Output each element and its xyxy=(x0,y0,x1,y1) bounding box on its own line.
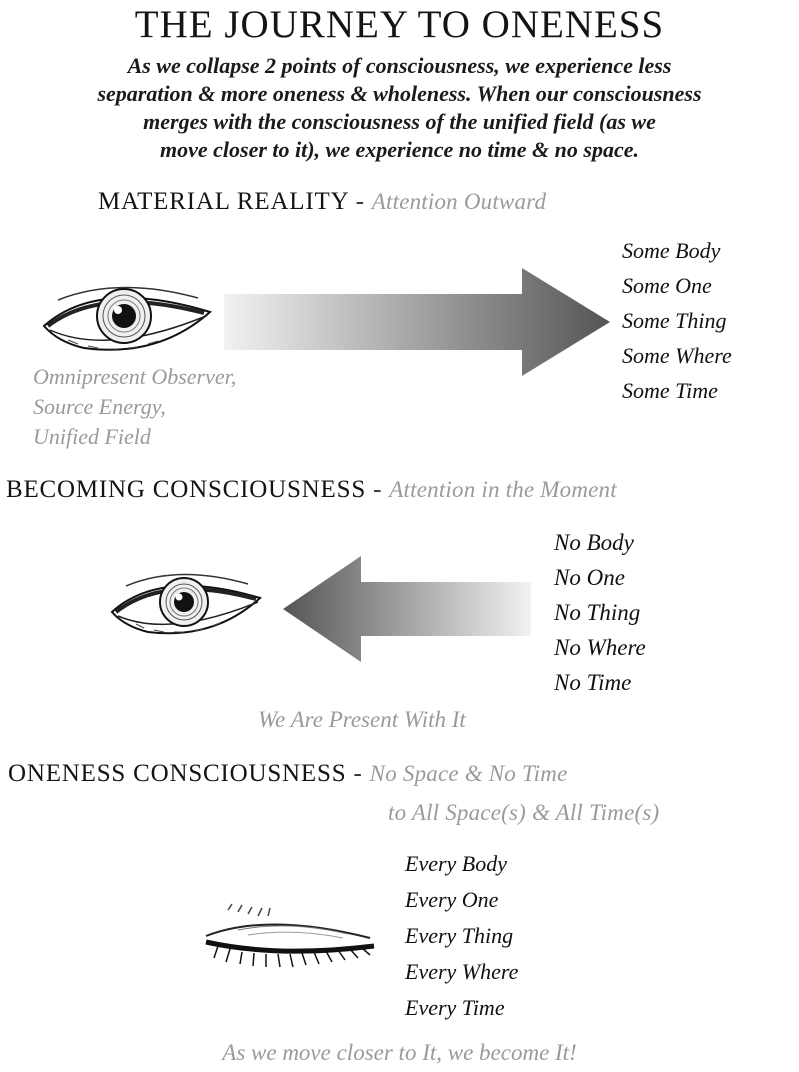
section-heading-material-reality: MATERIAL REALITY - Attention Outward xyxy=(98,188,546,216)
section-heading-becoming-consciousness: BECOMING CONSCIOUSNESS - Attention in th… xyxy=(6,476,617,504)
heading-subtitle: Attention in the Moment xyxy=(389,477,617,502)
list-item: No One xyxy=(554,560,646,595)
observer-line: Unified Field xyxy=(33,422,236,452)
list-item: Some Time xyxy=(622,373,732,408)
list-item: No Body xyxy=(554,525,646,560)
caption-become-it: As we move closer to It, we become It! xyxy=(0,1040,799,1066)
list-item: No Thing xyxy=(554,595,646,630)
list-item: Some Thing xyxy=(622,303,732,338)
intro-line: merges with the consciousness of the uni… xyxy=(10,108,789,136)
every-list: Every Body Every One Every Thing Every W… xyxy=(405,846,518,1026)
diagram-title: THE JOURNEY TO ONENESS xyxy=(0,2,799,47)
heading-subtitle: to All Space(s) & All Time(s) xyxy=(388,800,659,825)
section-heading-continuation: to All Space(s) & All Time(s) xyxy=(388,799,659,827)
closed-eye-icon xyxy=(198,902,384,970)
observer-line: Source Energy, xyxy=(33,392,236,422)
heading-label: ONENESS CONSCIOUSNESS xyxy=(8,760,346,787)
list-item: Some One xyxy=(622,268,732,303)
heading-label: MATERIAL REALITY xyxy=(98,188,349,215)
heading-separator: - xyxy=(353,760,362,787)
caption-present: We Are Present With It xyxy=(258,707,466,733)
section-heading-oneness-consciousness: ONENESS CONSCIOUSNESS - No Space & No Ti… xyxy=(8,760,568,788)
intro-line: move closer to it), we experience no tim… xyxy=(10,136,789,164)
observer-line: Omnipresent Observer, xyxy=(33,362,236,392)
list-item: Every Body xyxy=(405,846,518,882)
list-item: No Time xyxy=(554,665,646,700)
intro-paragraph: As we collapse 2 points of consciousness… xyxy=(10,52,789,164)
no-list: No Body No One No Thing No Where No Time xyxy=(554,525,646,700)
list-item: No Where xyxy=(554,630,646,665)
observer-label: Omnipresent Observer, Source Energy, Uni… xyxy=(33,362,236,452)
heading-subtitle: No Space & No Time xyxy=(370,761,568,786)
list-item: Every Thing xyxy=(405,918,518,954)
list-item: Every Where xyxy=(405,954,518,990)
heading-label: BECOMING CONSCIOUSNESS xyxy=(6,476,366,503)
list-item: Some Where xyxy=(622,338,732,373)
open-eye-icon xyxy=(38,278,216,358)
arrow-left-icon xyxy=(283,556,533,662)
list-item: Every One xyxy=(405,882,518,918)
list-item: Every Time xyxy=(405,990,518,1026)
intro-line: As we collapse 2 points of consciousness… xyxy=(10,52,789,80)
arrow-right-icon xyxy=(224,268,612,376)
heading-separator: - xyxy=(373,476,382,503)
heading-subtitle: Attention Outward xyxy=(372,189,546,214)
intro-line: separation & more oneness & wholeness. W… xyxy=(10,80,789,108)
some-list: Some Body Some One Some Thing Some Where… xyxy=(622,233,732,408)
open-eye-icon xyxy=(108,568,264,640)
list-item: Some Body xyxy=(622,233,732,268)
heading-separator: - xyxy=(356,188,365,215)
